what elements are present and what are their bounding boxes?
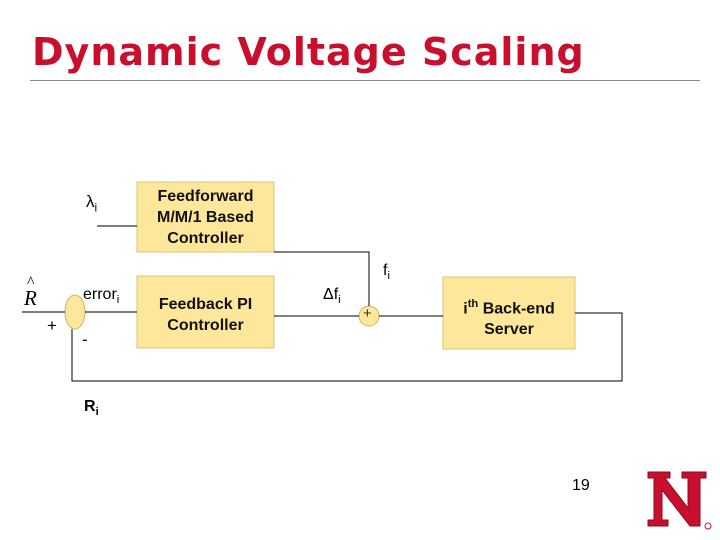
feedforward-output-line bbox=[274, 251, 370, 306]
sum-plus-sign: + bbox=[363, 305, 372, 322]
r-hat-accent: ^ bbox=[27, 274, 35, 291]
feedforward-box bbox=[136, 181, 275, 253]
feedback-label: Feedback PI Controller bbox=[158, 296, 253, 334]
page-number: 19 bbox=[572, 477, 590, 494]
frequency-label: fi bbox=[383, 262, 390, 283]
server-box bbox=[442, 276, 576, 350]
error-junction bbox=[64, 294, 86, 330]
delta-f-label: Δfi bbox=[323, 286, 341, 307]
lambda-label: λi bbox=[86, 192, 98, 215]
slide-title: Dynamic Voltage Scaling bbox=[32, 30, 585, 74]
feedforward-label: Feedforward M/M/1 Based Controller bbox=[157, 188, 254, 247]
plus-sign-left: + bbox=[47, 316, 57, 335]
server-label: ith Back-end Server bbox=[463, 298, 555, 339]
minus-sign-left: - bbox=[82, 330, 88, 349]
nebraska-n-logo-icon bbox=[647, 471, 712, 530]
feedback-r-label: Ri bbox=[84, 398, 99, 419]
feedback-loop-line bbox=[71, 312, 623, 382]
feedback-box bbox=[136, 275, 275, 349]
reference-r-hat-label: ^ R bbox=[24, 274, 37, 310]
title-divider bbox=[30, 80, 700, 81]
error-label: errori bbox=[83, 286, 120, 307]
